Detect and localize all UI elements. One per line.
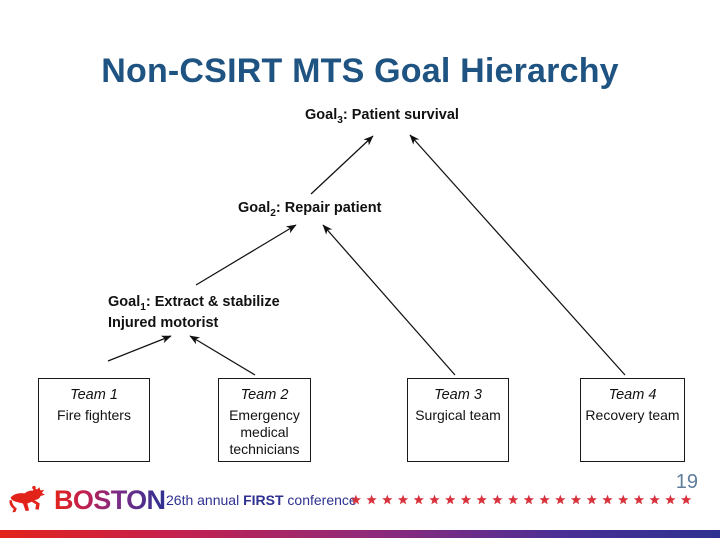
footer-gradient-bar (0, 530, 720, 538)
star-icon (539, 494, 550, 505)
star-icon (523, 494, 534, 505)
team-box-1: Team 1 Fire fighters (38, 378, 150, 462)
star-icon (633, 494, 645, 505)
team-3-name: Team 3 (434, 387, 482, 403)
page-number: 19 (675, 471, 698, 493)
team-3-description: Surgical team (415, 407, 501, 423)
team-2-name: Team 2 (240, 387, 289, 403)
team-box-3: Team 3 Surgical team (407, 378, 509, 462)
star-icon (397, 494, 409, 505)
star-icon (350, 494, 361, 505)
goal-2-label: Goal2: Repair patient (238, 200, 382, 219)
star-icon (429, 494, 440, 505)
boston-logo: BOSTON (8, 480, 166, 520)
arrow-team1-to-goal1 (107, 335, 172, 362)
star-icon (460, 494, 472, 505)
star-icon (366, 494, 377, 505)
star-icon (492, 494, 503, 505)
star-icon (649, 494, 660, 505)
arrow-team2-to-goal1 (189, 335, 256, 376)
team-box-2: Team 2 Emergency medical technicians (218, 378, 311, 462)
star-icon (445, 494, 456, 505)
star-icon (665, 494, 676, 505)
star-icon (476, 494, 487, 505)
arrow-goal2-to-goal3 (310, 135, 374, 195)
arrow-team4-to-goal3 (409, 134, 626, 376)
star-icon (413, 494, 424, 505)
star-row (350, 494, 692, 505)
horse-rider-icon (9, 485, 45, 513)
goal-3-label: Goal3: Patient survival (305, 107, 459, 126)
star-icon (508, 494, 519, 505)
star-icon (602, 494, 613, 505)
star-icon (586, 494, 597, 505)
star-icon (618, 494, 629, 505)
team-4-description: Recovery team (585, 407, 680, 423)
team-1-name: Team 1 (70, 387, 118, 403)
team-1-description: Fire fighters (57, 407, 131, 423)
team-2-description: Emergency medical technicians (229, 407, 300, 458)
goal-hierarchy-diagram: Goal3: Patient survival Goal2: Repair pa… (0, 95, 720, 480)
star-icon (555, 494, 566, 505)
star-icon (570, 494, 582, 505)
boston-wordmark: BOSTON (54, 484, 166, 515)
slide-footer: BOSTON 26th annual FIRST conference 19 (0, 471, 720, 540)
arrow-layer (107, 134, 626, 376)
star-icon (681, 494, 692, 505)
team-4-name: Team 4 (608, 387, 657, 403)
arrow-team3-to-goal2 (322, 224, 456, 376)
team-box-4: Team 4 Recovery team (580, 378, 685, 462)
page-title: Non-CSIRT MTS Goal Hierarchy (101, 52, 619, 90)
arrow-goal1-to-goal2 (195, 224, 297, 286)
conference-tagline: 26th annual FIRST conference (166, 492, 357, 508)
star-icon (382, 494, 393, 505)
